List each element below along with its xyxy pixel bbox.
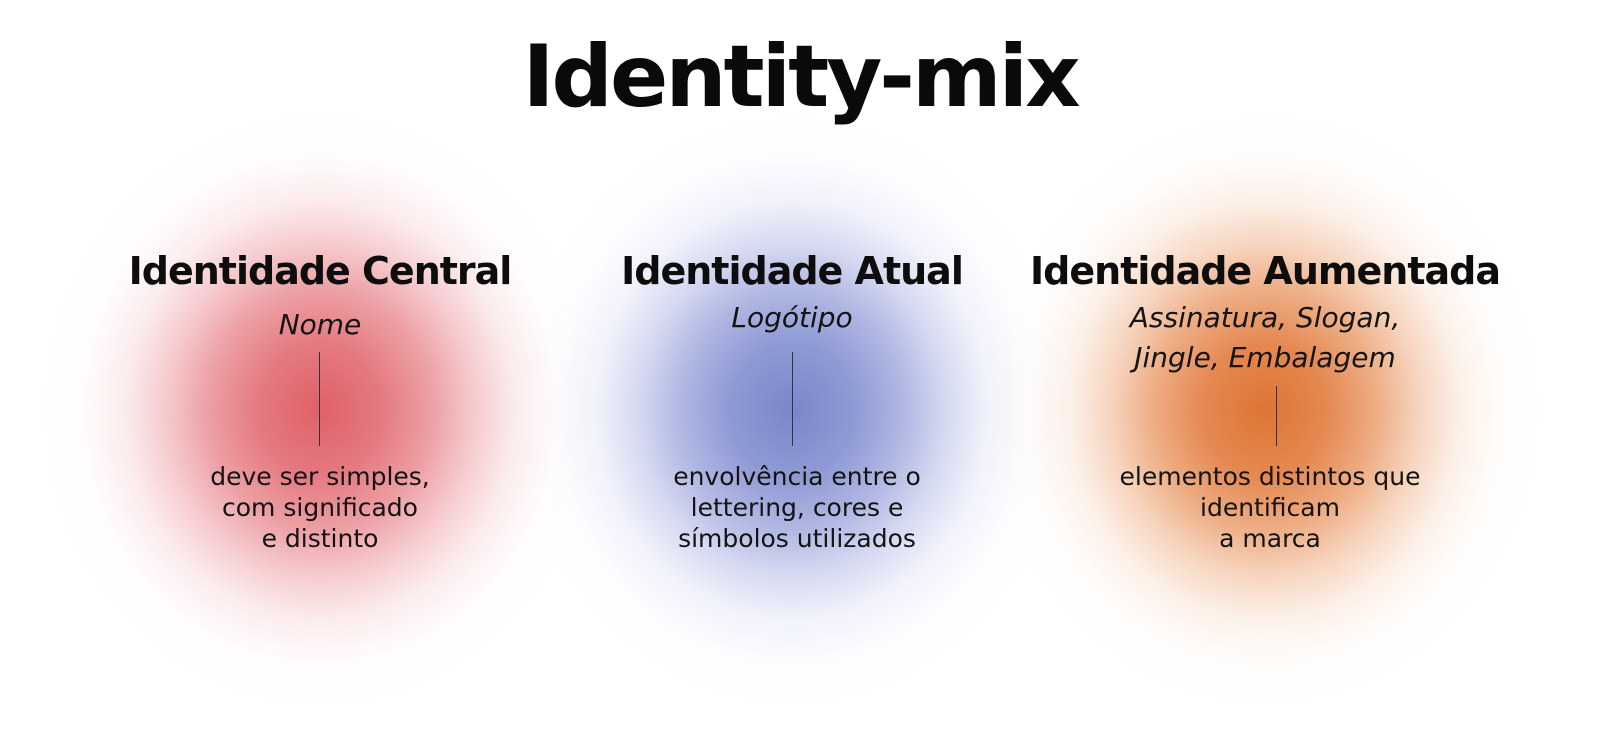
identity-atual-heading: Identidade Atual: [621, 249, 964, 293]
identity-central-subtitle: Nome: [278, 308, 362, 341]
identity-central-heading: Identidade Central: [128, 249, 513, 293]
identity-central-description: deve ser simples, com significado e dist…: [210, 462, 430, 553]
identity-aumentada-heading: Identidade Aumentada: [1030, 249, 1501, 293]
identity-aumentada-subtitle: Assinatura, Slogan, Jingle, Embalagem: [1129, 301, 1401, 374]
identity-aumentada-connector-line: [1276, 386, 1277, 446]
red-gradient-circle: [40, 110, 600, 710]
identity-central-connector-line: [319, 352, 320, 446]
identity-atual-connector-line: [792, 352, 793, 446]
page-title: Identity-mix: [522, 27, 1080, 127]
identity-aumentada-description: elementos distintos que identificam a ma…: [1119, 462, 1421, 553]
orange-gradient-circle: [985, 110, 1545, 710]
identity-atual-description: envolvência entre o lettering, cores e s…: [673, 462, 921, 553]
identity-atual-subtitle: Logótipo: [731, 301, 853, 334]
